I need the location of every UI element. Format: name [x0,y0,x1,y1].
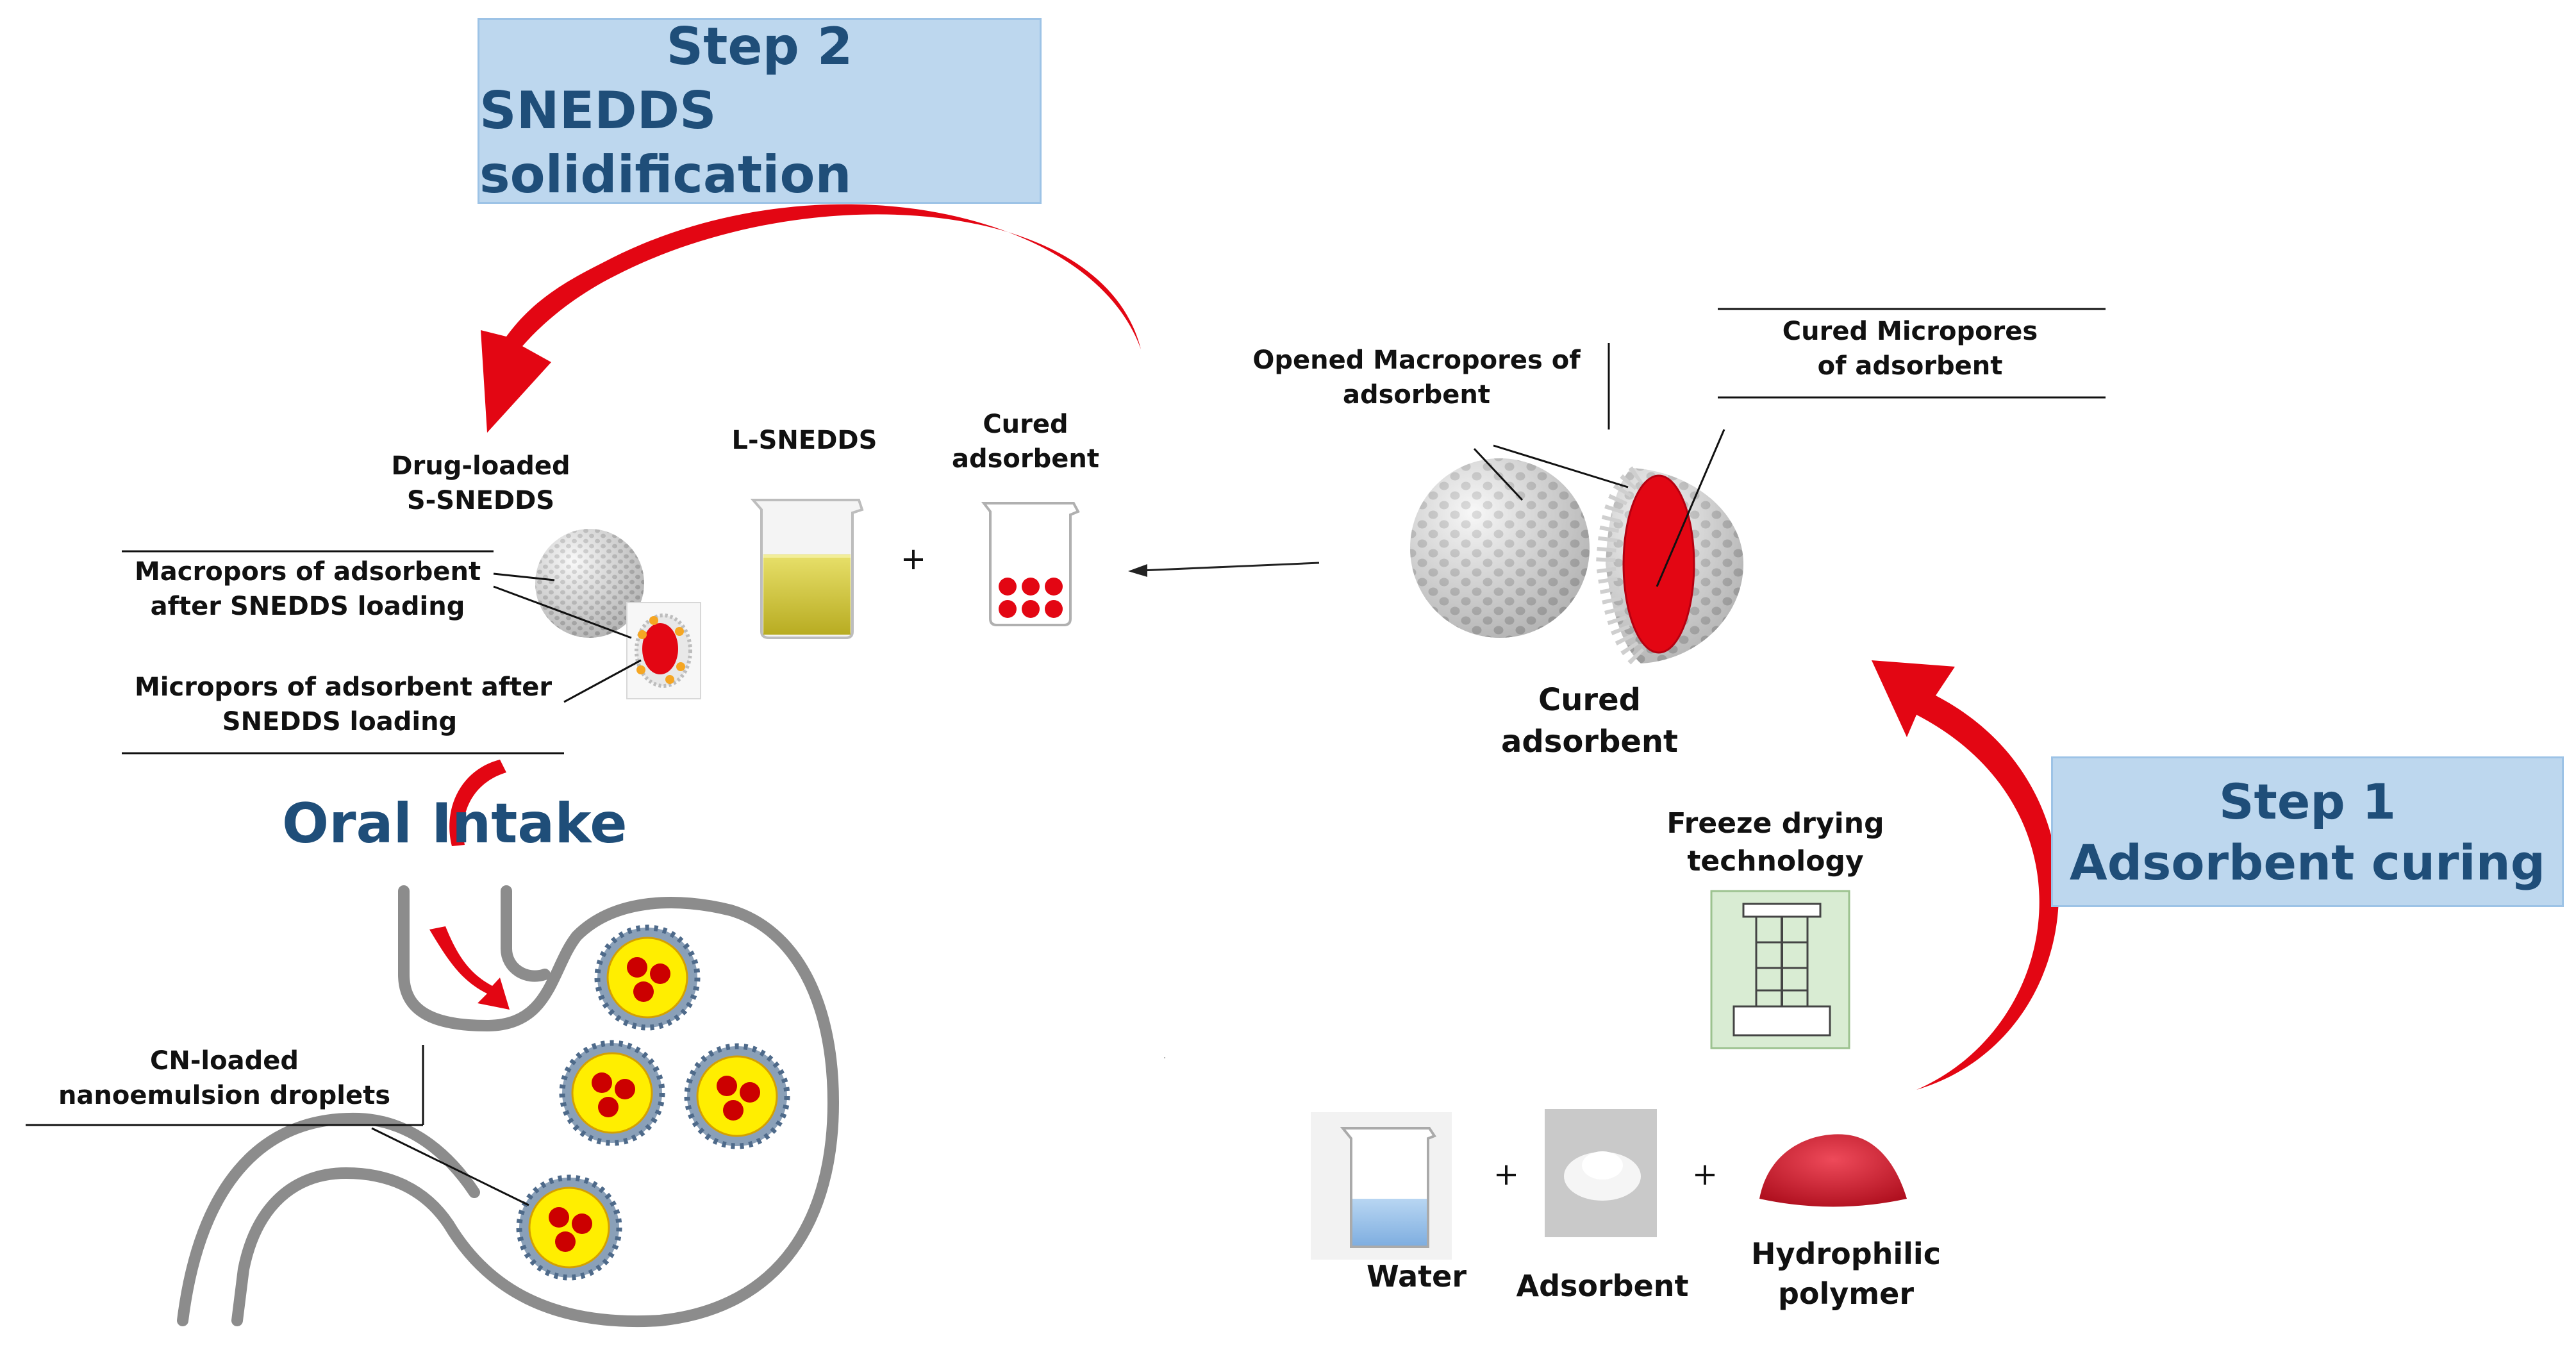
porous-sphere-icon [1410,458,1590,638]
curved-arrow-icon [429,760,510,1010]
label-cured-micropores: Cured Micropores of adsorbent [1782,317,2038,381]
nanoemulsion-droplet-icon [562,1043,662,1143]
callout-lines-right [1473,308,2106,587]
label-cured-adsorbent-big: Cured adsorbent [1501,682,1678,760]
stomach-icon [177,885,840,1327]
beaker-icon [981,502,1080,626]
powder-icon [1545,1109,1657,1237]
label-hydrophilic-polymer: Hydrophilic polymer [1751,1237,1941,1312]
curved-arrow-icon [481,204,1141,433]
nanoemulsion-droplet-icon [597,928,697,1028]
plus-sign: + [1493,1156,1520,1192]
label-opened-macropores: Opened Macropores of adsorbent [1252,346,1581,410]
callout-cn [26,1045,529,1206]
callout-lines-left [122,550,642,755]
label-micropores-after: Micropors of adsorbent after SNEDDS load… [135,672,553,737]
powder-icon [1759,1134,1907,1207]
beaker-icon [1311,1112,1452,1260]
label-macropores-after: Macropors of adsorbent after SNEDDS load… [135,557,481,621]
step2-title: Step 2 [666,17,853,76]
label-l-snedds: L-SNEDDS [731,426,877,455]
label-cured-adsorbent-small: Cured adsorbent [952,410,1099,474]
tiny-scale-text: · [1163,1053,1166,1063]
step2-box: Step 2 SNEDDS solidification [478,17,1042,204]
porous-sphere-icon [1595,466,1743,668]
arrow-connector [1128,562,1320,577]
label-water: Water [1366,1259,1467,1294]
curved-arrow-icon [1872,660,2059,1090]
step1-box: Step 1 Adsorbent curing [2051,756,2564,907]
plus-sign: + [900,541,927,577]
porous-sphere-icon [535,529,701,699]
freeze-dryer-icon [1710,890,1850,1049]
step1-title: Step 1 [2218,772,2397,830]
beaker-icon [750,499,864,639]
nanoemulsion-droplet-icon [519,1178,619,1278]
label-cn-loaded: CN-loaded nanoemulsion droplets [58,1046,391,1110]
plus-sign: + [1691,1156,1718,1192]
label-adsorbent: Adsorbent [1516,1269,1689,1303]
step2-subtitle: SNEDDS solidification [479,81,852,204]
step1-subtitle: Adsorbent curing [2069,833,2546,891]
nanoemulsion-droplet-icon [687,1046,787,1146]
label-drug-loaded: Drug-loaded S-SNEDDS [391,451,570,515]
label-freeze-drying: Freeze drying technology [1666,807,1884,878]
label-oral-intake: Oral Intake [282,792,627,856]
